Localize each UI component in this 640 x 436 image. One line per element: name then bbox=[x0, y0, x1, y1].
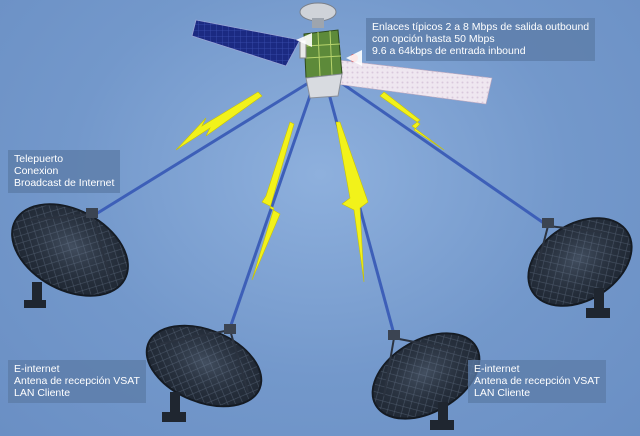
solar-panel-left bbox=[191, 19, 301, 67]
note-line: Conexion bbox=[14, 165, 59, 177]
lightning-bolts bbox=[175, 91, 445, 283]
dish-antenna-icon bbox=[527, 217, 633, 318]
teleport-note: Telepuerto Conexion Broadcast de Interne… bbox=[8, 150, 121, 193]
note-line: Enlaces típicos 2 a 8 Mbps de salida out… bbox=[372, 21, 590, 33]
lightning-bolt-icon bbox=[175, 91, 263, 151]
satellite-icon bbox=[191, 2, 493, 105]
note-line: con opción hasta 50 Mbps bbox=[372, 33, 495, 45]
lightning-bolt-icon bbox=[379, 91, 445, 151]
lightning-bolt-icon bbox=[335, 121, 369, 283]
client-right-note: E-internet Antena de recepción VSAT LAN … bbox=[468, 360, 606, 403]
note-line: Broadcast de Internet bbox=[14, 177, 115, 189]
note-line: E-internet bbox=[14, 363, 60, 375]
signal-beams bbox=[95, 80, 549, 339]
dish-antenna-icon bbox=[11, 203, 129, 308]
beam-teleport bbox=[95, 80, 311, 216]
dish-antenna-icon bbox=[145, 324, 263, 422]
note-line: Telepuerto bbox=[14, 153, 64, 165]
beam-client-left bbox=[228, 89, 314, 329]
client-left-note: E-internet Antena de recepción VSAT LAN … bbox=[8, 360, 146, 403]
dish-antenna-icon bbox=[371, 330, 481, 430]
arrow-left-icon bbox=[346, 50, 362, 66]
note-line: E-internet bbox=[474, 363, 520, 375]
beam-client-right bbox=[339, 80, 549, 228]
note-line: LAN Cliente bbox=[14, 387, 71, 399]
note-line: 9.6 a 64kbps de entrada inbound bbox=[372, 45, 526, 57]
note-line: LAN Cliente bbox=[474, 387, 531, 399]
satellite-link-note: Enlaces típicos 2 a 8 Mbps de salida out… bbox=[366, 18, 596, 61]
note-line: Antena de recepción VSAT bbox=[474, 375, 600, 387]
note-line: Antena de recepción VSAT bbox=[14, 375, 140, 387]
lightning-bolt-icon bbox=[251, 121, 295, 281]
